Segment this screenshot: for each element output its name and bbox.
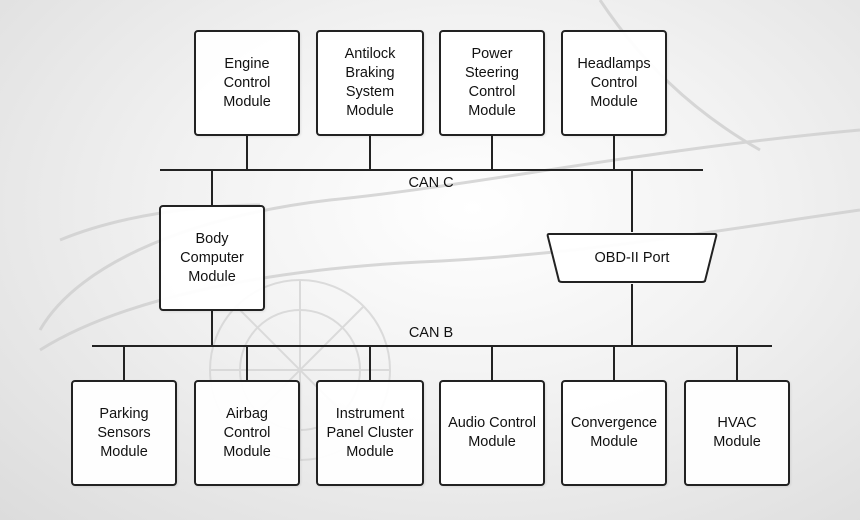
audio-control-module: Audio Control Module (439, 380, 545, 486)
instrument-panel-cluster-module: Instrument Panel Cluster Module (316, 380, 424, 486)
power-steering-control-module: Power Steering Control Module (439, 30, 545, 136)
antilock-braking-system-module: Antilock Braking System Module (316, 30, 424, 136)
engine-control-module: Engine Control Module (194, 30, 300, 136)
can-b-label: CAN B (408, 325, 454, 341)
can-c-label: CAN C (408, 175, 454, 191)
obd-port-shape (546, 233, 718, 283)
airbag-control-module: Airbag Control Module (194, 380, 300, 486)
body-computer-module: Body Computer Module (159, 205, 265, 311)
obd-ii-port: OBD-II Port (545, 232, 719, 284)
parking-sensors-module: Parking Sensors Module (71, 380, 177, 486)
hvac-module: HVAC Module (684, 380, 790, 486)
headlamps-control-module: Headlamps Control Module (561, 30, 667, 136)
obd-port-label: OBD-II Port (594, 250, 670, 266)
convergence-module: Convergence Module (561, 380, 667, 486)
